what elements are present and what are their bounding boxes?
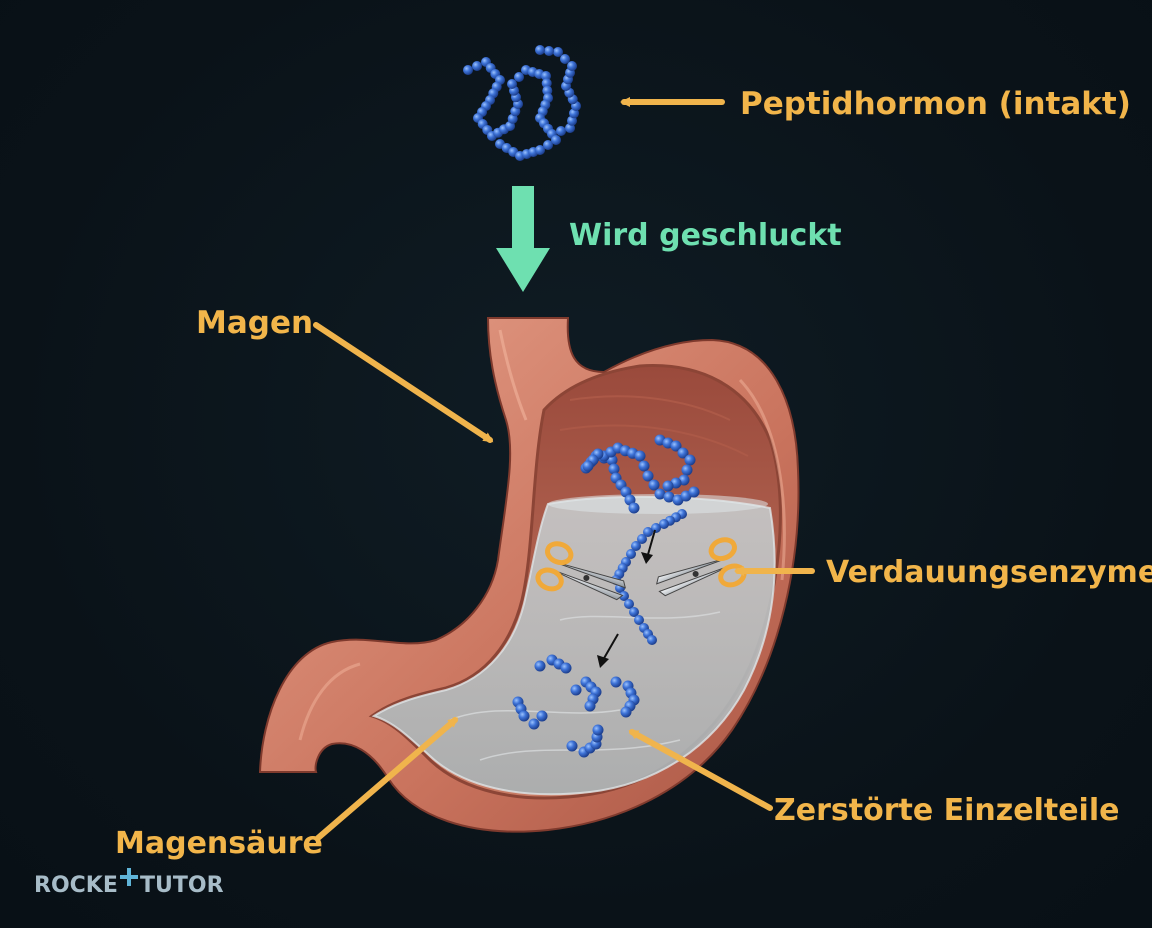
- brand-logo: ROCKE TUTOR: [34, 868, 224, 898]
- logo-text-left: ROCKE: [34, 873, 118, 898]
- label-fragments: Zerstörte Einzelteile: [774, 793, 1119, 828]
- label-acid: Magensäure: [115, 826, 323, 861]
- cleavage-flow-arrows: [597, 529, 656, 668]
- stomach-illustration: [258, 317, 800, 833]
- scissors-icon: [535, 541, 627, 601]
- arrow-stomach: [313, 322, 494, 443]
- peptide-chain-stomach-mid: [598, 442, 700, 506]
- fragment-3: [570, 676, 602, 712]
- label-peptide: Peptidhormon (intakt): [740, 86, 1131, 122]
- fragment-2: [512, 696, 548, 730]
- gastric-fluid: [371, 495, 776, 796]
- peptide-chain-intact: [463, 45, 581, 141]
- label-swallowed: Wird geschluckt: [569, 218, 842, 253]
- arrow-fragments: [628, 729, 773, 811]
- fragment-4: [610, 676, 640, 718]
- peptide-chain-intact-2: [495, 135, 561, 161]
- arrow-acid: [315, 717, 459, 841]
- logo-text-right: TUTOR: [140, 873, 224, 898]
- label-stomach: Magen: [196, 305, 313, 341]
- fragment-5: [566, 724, 604, 758]
- callout-arrows: [313, 97, 815, 841]
- peptide-beads: [463, 45, 700, 758]
- fluid-surface: [548, 494, 768, 514]
- peptide-chain-stomach-right: [654, 434, 696, 492]
- peptide-chain-stomach-top: [582, 448, 604, 472]
- fragment-1: [534, 654, 572, 674]
- plus-icon: [120, 868, 138, 886]
- label-enzymes: Verdauungsenzyme: [826, 555, 1152, 590]
- swallow-arrow-icon: [496, 186, 550, 292]
